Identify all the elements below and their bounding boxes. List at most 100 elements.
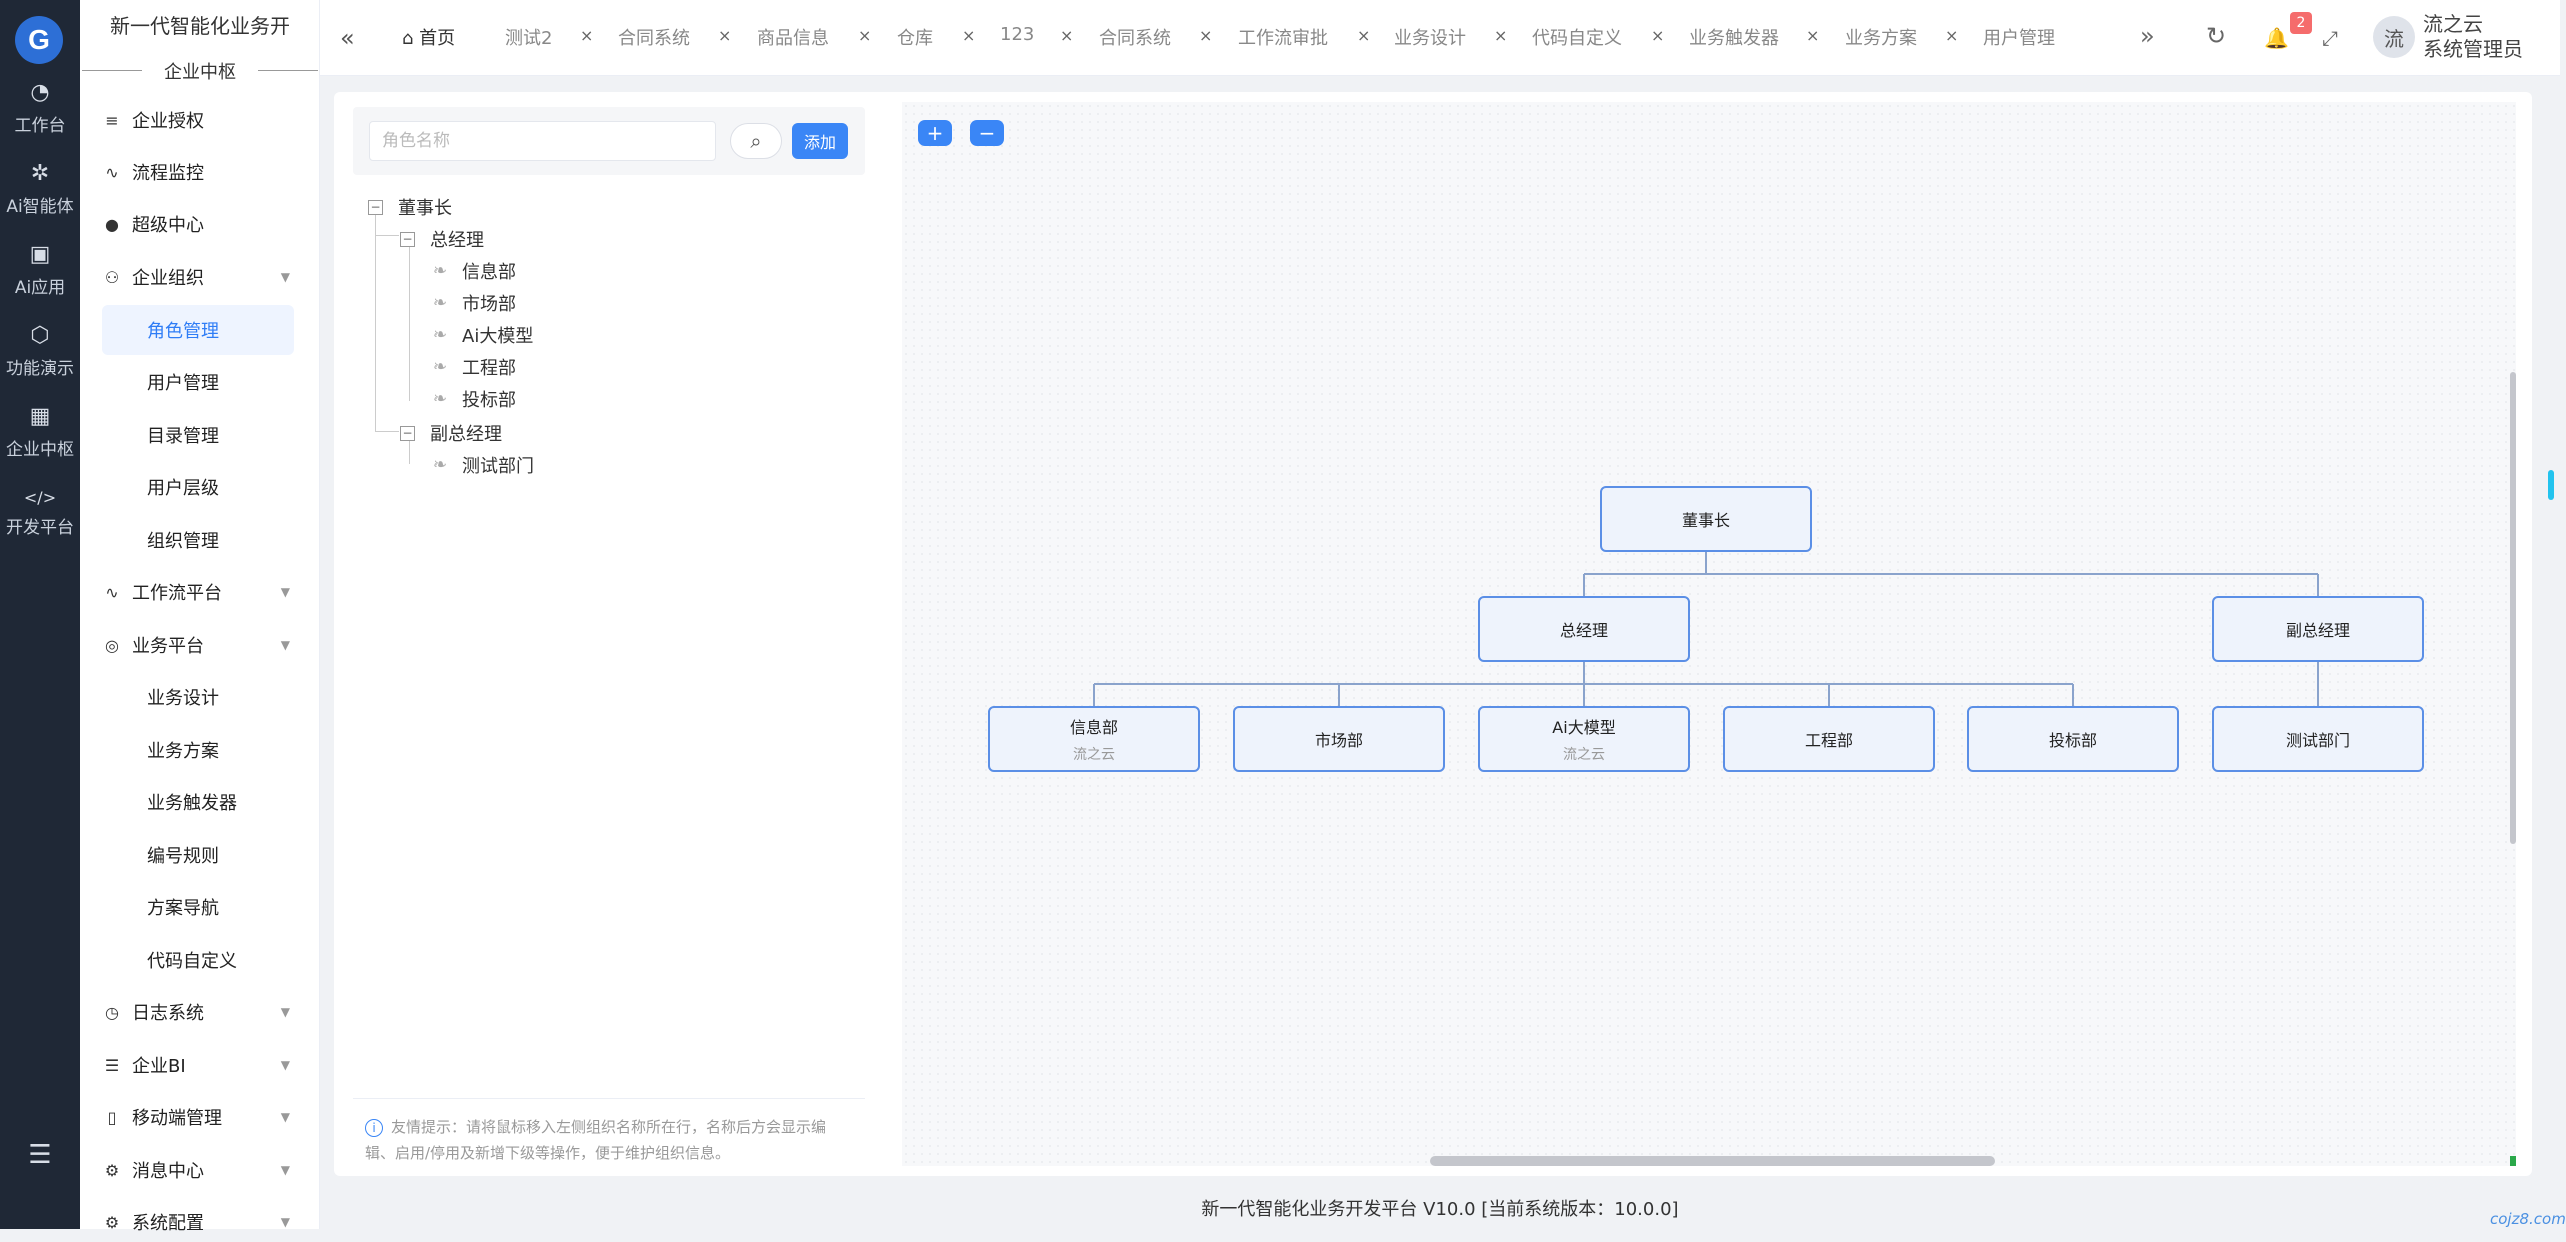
apps-icon: ▦ (29, 404, 51, 429)
tree-node-chairman[interactable]: − 董事长 (368, 194, 452, 220)
fullscreen-icon[interactable]: ⤢ (2322, 26, 2338, 50)
tree-node-general-manager[interactable]: − 总经理 (400, 226, 484, 252)
page-scroll-indicator[interactable] (2548, 470, 2554, 500)
close-icon[interactable]: × (1494, 26, 1508, 45)
menu-sub-plan-navigation[interactable]: 方案导航 (147, 898, 219, 919)
search-button[interactable]: ⌕ (730, 123, 782, 159)
org-node-engineering-dept[interactable]: 工程部 (1723, 706, 1935, 772)
collapse-sidebar-icon[interactable]: « (340, 24, 355, 52)
role-name-search-input[interactable] (369, 121, 716, 161)
tree-node-label: 总经理 (430, 230, 484, 251)
close-icon[interactable]: × (858, 26, 872, 45)
user-info[interactable]: 流之云 系统管理员 (2423, 12, 2523, 62)
menu-sub-user-management[interactable]: 用户管理 (147, 373, 219, 394)
org-node-bidding-dept[interactable]: 投标部 (1967, 706, 2179, 772)
rail-item-ai-app[interactable]: ▣ Ai应用 (0, 235, 80, 305)
tree-node-ai-model[interactable]: ❧ Ai大模型 (430, 322, 533, 348)
rail-item-demo[interactable]: ⬡ 功能演示 (0, 316, 80, 386)
close-icon[interactable]: × (962, 26, 976, 45)
menu-item-system-config[interactable]: ⚙ 系统配置 ▼ (80, 1202, 320, 1242)
menu-sub-role-management[interactable]: 角色管理 (80, 310, 320, 360)
menu-sub-business-design[interactable]: 业务设计 (147, 688, 219, 709)
close-icon[interactable]: × (1060, 26, 1074, 45)
menu-item-enterprise-org[interactable]: ⚇ 企业组织 ▼ (80, 257, 320, 297)
tree-node-label: 工程部 (462, 358, 516, 379)
menu-sub-numbering-rule[interactable]: 编号规则 (147, 846, 219, 867)
close-icon[interactable]: × (1945, 26, 1959, 45)
rail-item-dev-platform[interactable]: </> 开发平台 (0, 478, 80, 548)
menu-item-enterprise-bi[interactable]: ☰ 企业BI ▼ (80, 1045, 320, 1085)
tab-warehouse[interactable]: 仓库 (897, 28, 933, 49)
collapse-icon[interactable]: − (400, 231, 415, 247)
org-node-ai-model[interactable]: Ai大模型 流之云 (1478, 706, 1690, 772)
menu-item-business-platform[interactable]: ◎ 业务平台 ▼ (80, 625, 320, 665)
rail-item-ai-agent[interactable]: ✲ Ai智能体 (0, 154, 80, 224)
menu-sub-user-level[interactable]: 用户层级 (147, 478, 219, 499)
tab-workflow-approval[interactable]: 工作流审批 (1238, 28, 1328, 49)
close-icon[interactable]: × (580, 26, 594, 45)
menu-item-super-center[interactable]: ● 超级中心 (80, 204, 320, 244)
avatar[interactable]: 流 (2373, 16, 2415, 58)
tab-business-plan[interactable]: 业务方案 (1845, 28, 1917, 49)
tab-test2[interactable]: 测试2 (505, 28, 553, 49)
collapse-icon[interactable]: − (368, 199, 383, 215)
app-logo-icon[interactable]: G (15, 16, 63, 64)
org-node-vice-general-manager[interactable]: 副总经理 (2212, 596, 2424, 662)
menu-sub-custom-code[interactable]: 代码自定义 (147, 951, 237, 972)
org-node-info-dept[interactable]: 信息部 流之云 (988, 706, 1200, 772)
menu-sub-org-management[interactable]: 组织管理 (147, 531, 219, 552)
zoom-out-button[interactable]: − (970, 120, 1004, 146)
tree-node-vice-general-manager[interactable]: − 副总经理 (400, 420, 502, 446)
rail-item-enterprise-hub[interactable]: ▦ 企业中枢 (0, 397, 80, 467)
leaf-icon: ❧ (432, 325, 448, 345)
close-icon[interactable]: × (718, 26, 732, 45)
menu-item-workflow-platform[interactable]: ∿ 工作流平台 ▼ (80, 572, 320, 612)
tab-business-trigger[interactable]: 业务触发器 (1689, 28, 1779, 49)
horizontal-scrollbar[interactable] (1430, 1156, 1995, 1166)
close-icon[interactable]: × (1357, 26, 1371, 45)
more-tabs-icon[interactable]: » (2140, 22, 2155, 50)
tab-product-info[interactable]: 商品信息 (757, 28, 829, 49)
menu-item-mobile-management[interactable]: ▯ 移动端管理 ▼ (80, 1097, 320, 1137)
vertical-scrollbar[interactable] (2510, 372, 2516, 844)
menu-item-message-center[interactable]: ⚙ 消息中心 ▼ (80, 1150, 320, 1190)
rail-item-workbench[interactable]: ◔ 工作台 (0, 73, 80, 143)
menu-sub-directory-management[interactable]: 目录管理 (147, 426, 219, 447)
org-node-general-manager[interactable]: 总经理 (1478, 596, 1690, 662)
tree-node-test-dept[interactable]: ❧ 测试部门 (430, 452, 534, 478)
tab-123[interactable]: 123 (1000, 24, 1035, 45)
tree-node-engineering-dept[interactable]: ❧ 工程部 (430, 354, 516, 380)
org-node-title: 信息部 (1069, 718, 1118, 737)
close-icon[interactable]: × (1806, 26, 1820, 45)
menu-sub-business-trigger[interactable]: 业务触发器 (147, 793, 237, 814)
close-icon[interactable]: × (1199, 26, 1213, 45)
tab-user-management[interactable]: 用户管理 (1983, 28, 2055, 49)
menu-item-log-system[interactable]: ◷ 日志系统 ▼ (80, 992, 320, 1032)
menu-item-label: 企业授权 (132, 111, 204, 132)
org-node-chairman[interactable]: 董事长 (1600, 486, 1812, 552)
tree-node-market-dept[interactable]: ❧ 市场部 (430, 290, 516, 316)
close-icon[interactable]: × (1651, 26, 1665, 45)
collapse-icon[interactable]: − (400, 425, 415, 441)
bell-icon[interactable]: 🔔 (2264, 26, 2289, 50)
menu-sub-business-plan[interactable]: 业务方案 (147, 741, 219, 762)
tab-custom-code[interactable]: 代码自定义 (1532, 28, 1622, 49)
zoom-in-button[interactable]: + (918, 120, 952, 146)
tab-contract-system-2[interactable]: 合同系统 (1099, 28, 1171, 49)
tab-home[interactable]: ⌂ 首页 (402, 24, 455, 50)
tab-business-design[interactable]: 业务设计 (1394, 28, 1466, 49)
scroll-corner (2510, 1156, 2516, 1166)
tree-node-bidding-dept[interactable]: ❧ 投标部 (430, 386, 516, 412)
tree-node-info-dept[interactable]: ❧ 信息部 (430, 258, 516, 284)
tip-text: 友情提示：请将鼠标移入左侧组织名称所在行，名称后方会显示编辑、启用/停用及新增下… (365, 1118, 827, 1162)
tree-node-label: 投标部 (462, 390, 516, 411)
tab-contract-system[interactable]: 合同系统 (618, 28, 690, 49)
menu-toggle-icon[interactable]: ☰ (28, 1140, 52, 1170)
org-node-test-dept[interactable]: 测试部门 (2212, 706, 2424, 772)
menu-item-process-monitor[interactable]: ∿ 流程监控 (80, 152, 320, 192)
menu-item-enterprise-auth[interactable]: ≡ 企业授权 (80, 100, 320, 140)
org-node-title: 董事长 (1681, 511, 1730, 530)
org-node-market-dept[interactable]: 市场部 (1233, 706, 1445, 772)
refresh-icon[interactable]: ↻ (2206, 22, 2227, 50)
add-button[interactable]: 添加 (792, 123, 848, 159)
